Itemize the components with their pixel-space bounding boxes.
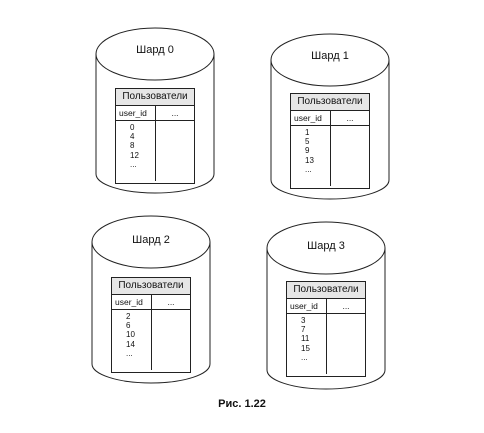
table-body: 1 5 9 13 ...: [291, 126, 369, 186]
shard-0-cylinder: Шард 0 Пользователи user_id ... 0 4 8 12…: [95, 24, 215, 194]
id-list: 2 6 10 14 ...: [112, 310, 152, 370]
id-cell: 11: [301, 334, 310, 344]
id-cell: 2: [126, 312, 131, 321]
id-cell: 15: [301, 343, 310, 353]
table-name: Пользователи: [287, 282, 365, 299]
table-body: 0 4 8 12 ...: [116, 121, 194, 181]
empty-column: [156, 121, 194, 181]
table-columns: user_id ...: [112, 295, 190, 310]
id-cell: 3: [301, 316, 306, 325]
table-columns: user_id ...: [116, 106, 194, 121]
figure-caption: Рис. 1.22: [218, 398, 266, 410]
shard-1-cylinder: Шард 1 Пользователи user_id ... 1 5 9 13…: [270, 30, 390, 200]
id-cell: ...: [305, 164, 312, 174]
column-more: ...: [171, 108, 179, 118]
id-cell: ...: [130, 159, 137, 169]
table-columns: user_id ...: [287, 299, 365, 314]
id-list: 1 5 9 13 ...: [291, 126, 331, 186]
id-cell: 1: [305, 128, 310, 137]
table-name: Пользователи: [291, 94, 369, 111]
shard-title: Шард 0: [136, 44, 174, 56]
table-name: Пользователи: [116, 89, 194, 106]
column-user-id: user_id: [112, 295, 152, 309]
shard-2-cylinder: Шард 2 Пользователи user_id ... 2 6 10 1…: [91, 212, 211, 384]
id-cell: ...: [126, 348, 133, 358]
shard-title: Шард 3: [307, 240, 345, 252]
id-cell: 9: [305, 146, 310, 156]
column-user-id: user_id: [291, 111, 331, 125]
id-cell: 8: [130, 141, 135, 151]
column-user-id: user_id: [116, 106, 156, 120]
users-table: Пользователи user_id ... 2 6 10 14 ...: [111, 277, 191, 373]
id-cell: ...: [301, 352, 308, 362]
id-list: 3 7 11 15 ...: [287, 314, 327, 374]
table-name: Пользователи: [112, 278, 190, 295]
table-body: 2 6 10 14 ...: [112, 310, 190, 370]
table-columns: user_id ...: [291, 111, 369, 126]
id-cell: 5: [305, 137, 310, 147]
id-cell: 10: [126, 330, 135, 340]
users-table: Пользователи user_id ... 1 5 9 13 ...: [290, 93, 370, 189]
shard-title: Шард 2: [132, 234, 170, 246]
id-cell: 0: [130, 123, 135, 132]
id-cell: 12: [130, 150, 139, 160]
column-more: ...: [342, 301, 350, 311]
shard-title: Шард 1: [311, 50, 349, 62]
table-body: 3 7 11 15 ...: [287, 314, 365, 374]
column-more: ...: [346, 113, 354, 123]
id-list: 0 4 8 12 ...: [116, 121, 156, 181]
empty-column: [331, 126, 369, 186]
users-table: Пользователи user_id ... 3 7 11 15 ...: [286, 281, 366, 377]
id-cell: 13: [305, 155, 314, 165]
id-cell: 7: [301, 325, 306, 335]
column-user-id: user_id: [287, 299, 327, 313]
id-cell: 4: [130, 132, 135, 142]
users-table: Пользователи user_id ... 0 4 8 12 ...: [115, 88, 195, 184]
id-cell: 14: [126, 339, 135, 349]
shard-3-cylinder: Шард 3 Пользователи user_id ... 3 7 11 1…: [266, 218, 386, 390]
empty-column: [152, 310, 190, 370]
empty-column: [327, 314, 365, 374]
column-more: ...: [167, 297, 175, 307]
id-cell: 6: [126, 321, 131, 331]
